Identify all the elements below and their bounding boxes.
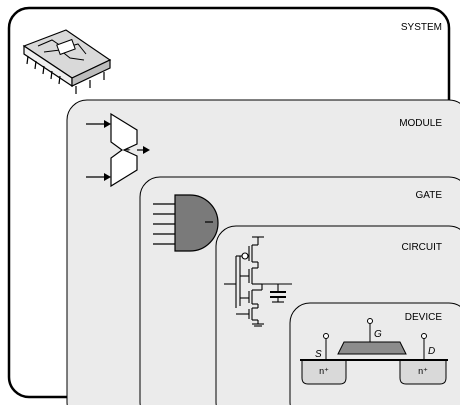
mosfet-cross-section-icon: S G D n⁺ n⁺ [300, 318, 448, 385]
transistor-circuit-icon [224, 236, 292, 327]
gate-label: GATE [416, 190, 443, 201]
source-region-label: n⁺ [319, 366, 329, 376]
circuit-label: CIRCUIT [401, 242, 442, 253]
source-terminal-label: S [315, 349, 322, 360]
drain-region-label: n⁺ [418, 366, 428, 376]
gate-terminal-label: G [374, 329, 382, 340]
and-gate-icon [153, 194, 219, 252]
system-label: SYSTEM [401, 22, 442, 33]
plus-symbol: + [125, 145, 130, 155]
device-label: DEVICE [405, 312, 443, 323]
module-label: MODULE [399, 118, 442, 129]
adder-module-icon: + [86, 112, 150, 188]
chip-package-icon [22, 29, 112, 94]
device-level: DEVICE S G D n⁺ n⁺ [289, 302, 460, 405]
drain-terminal-label: D [428, 346, 435, 357]
